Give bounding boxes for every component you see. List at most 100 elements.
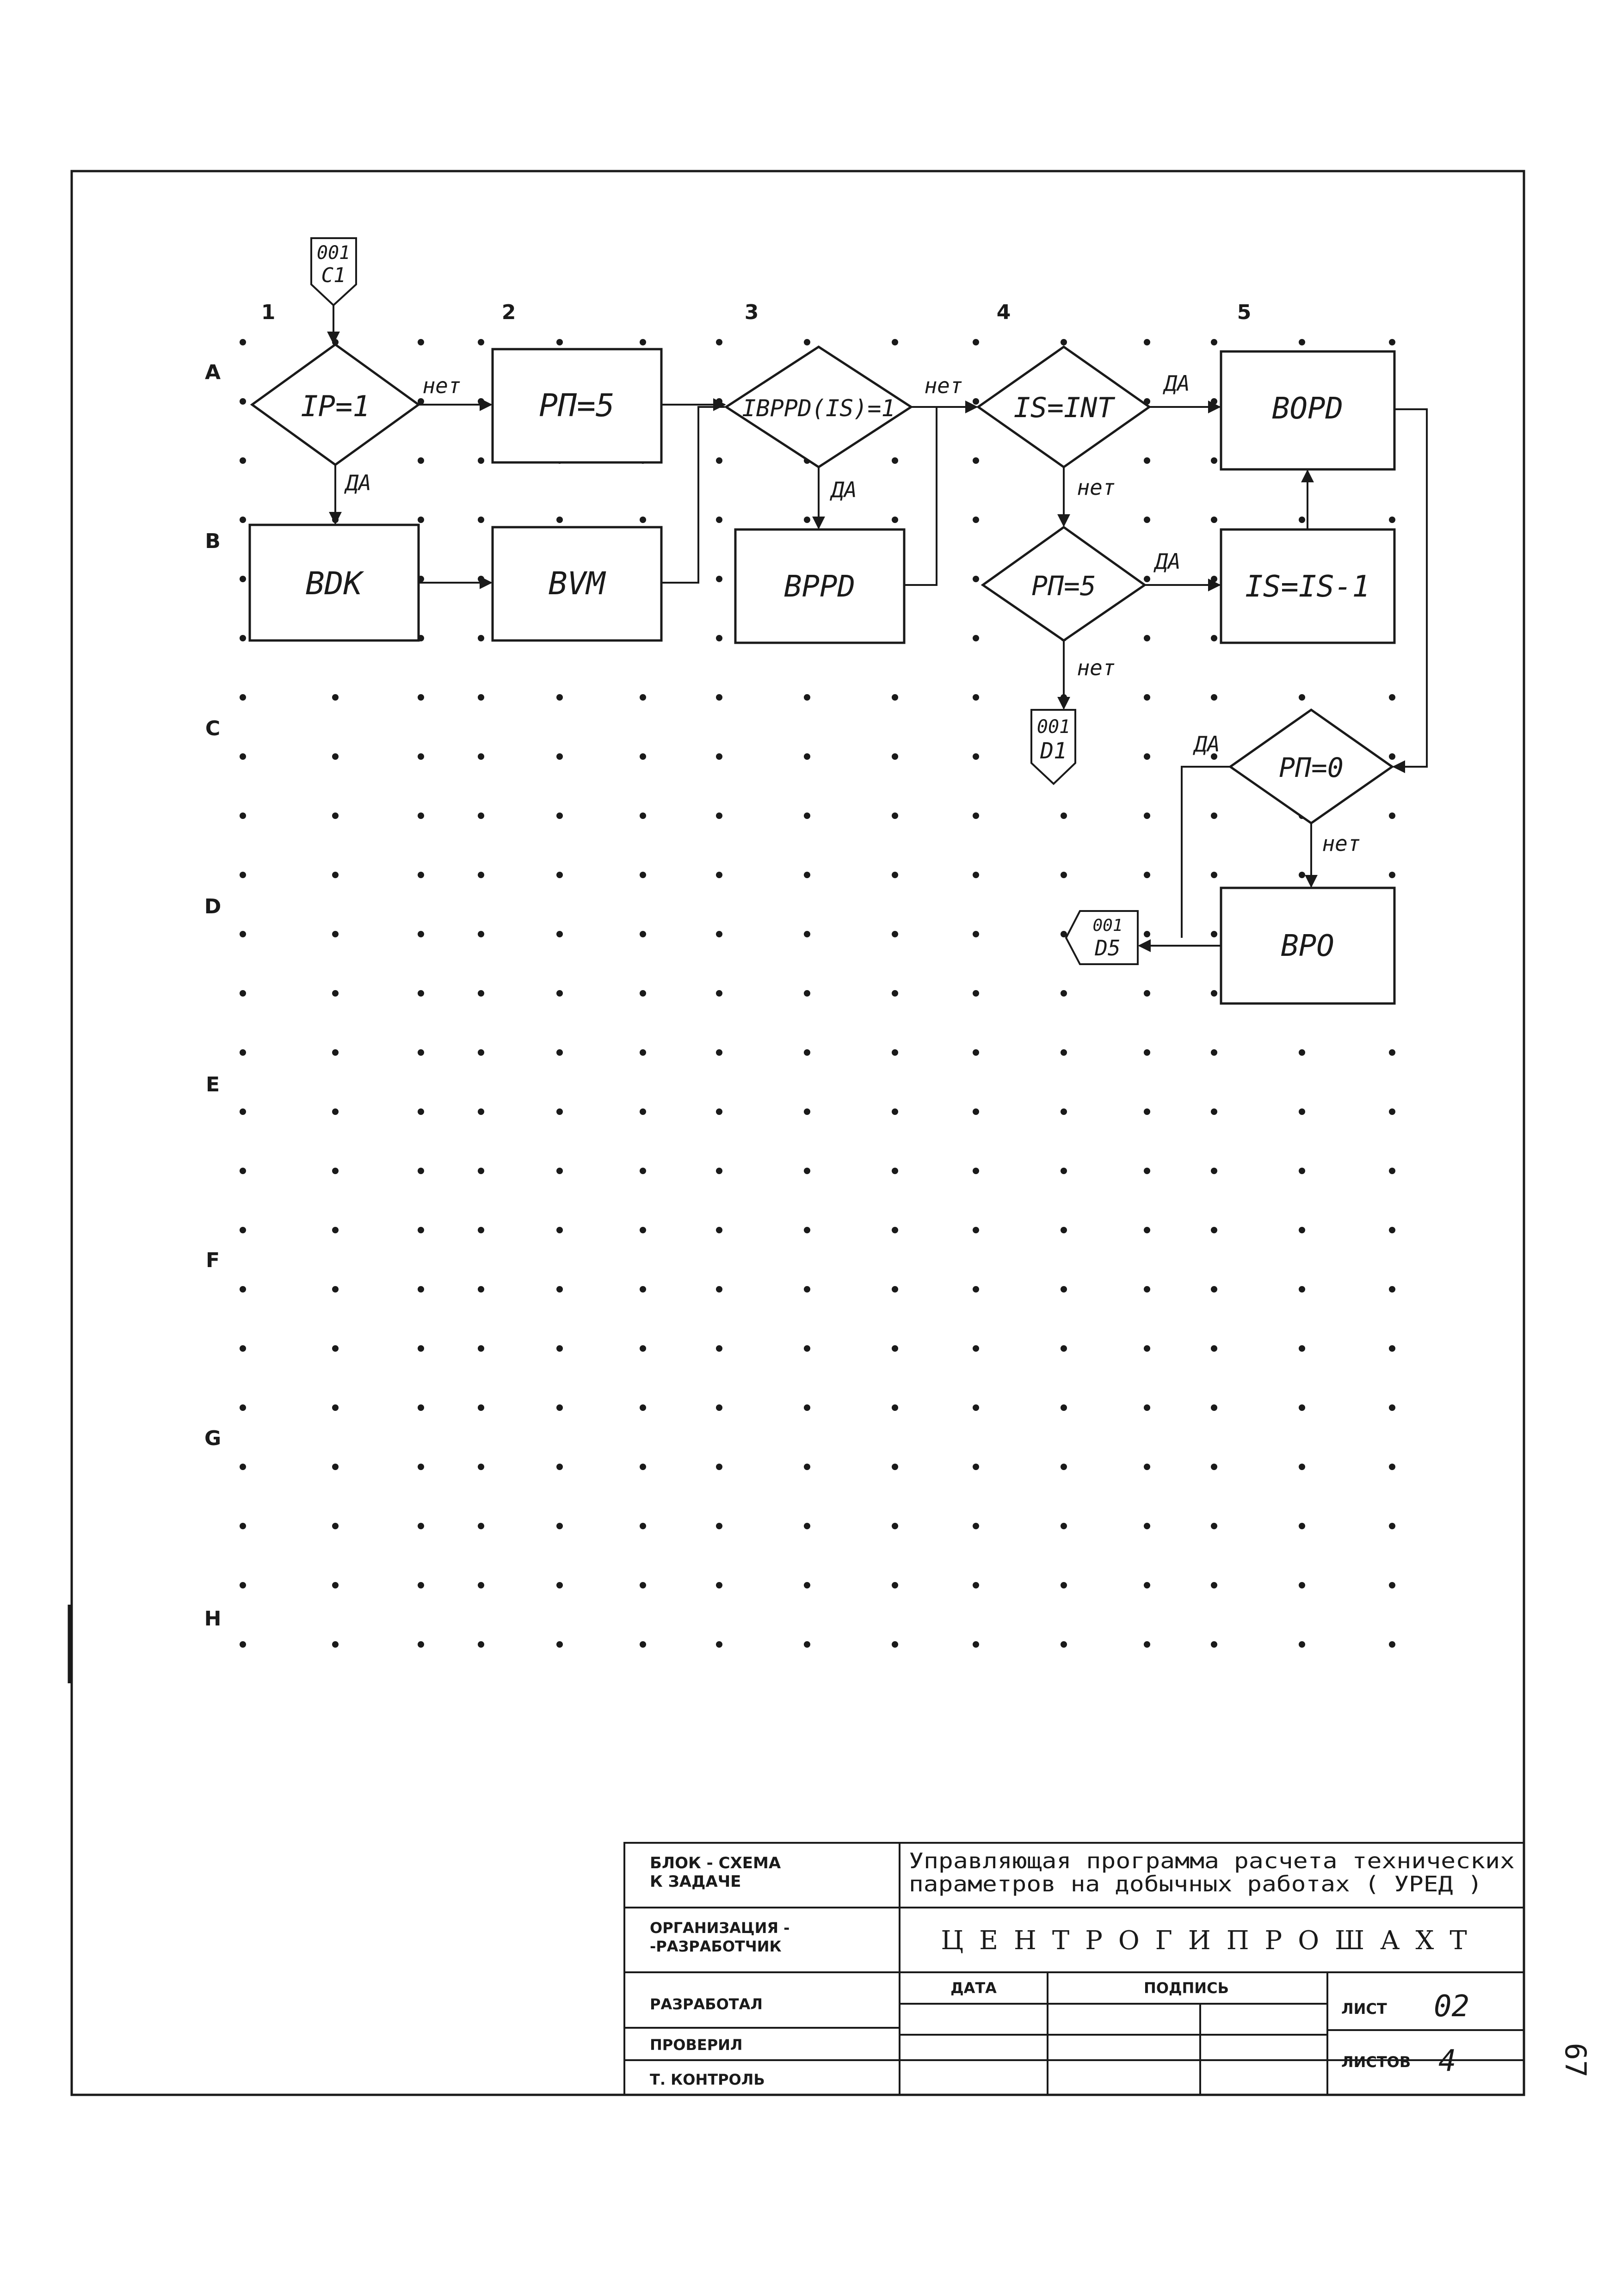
grid-dot — [1389, 1286, 1395, 1293]
process-bppd-label: BPPD — [784, 570, 855, 604]
grid-dot — [804, 1049, 810, 1056]
grid-dot — [640, 517, 646, 523]
grid-dot — [332, 1582, 339, 1588]
grid-dot — [240, 1108, 246, 1115]
row-label: C — [205, 717, 220, 740]
grid-dot — [556, 1641, 563, 1648]
grid-dot — [973, 517, 979, 523]
grid-dot — [478, 339, 484, 345]
grid-dot — [973, 1582, 979, 1588]
row-labels: A B C D E F G H — [204, 361, 222, 1631]
column-label: 1 — [261, 301, 276, 324]
grid-dot — [716, 1227, 722, 1233]
grid-dot — [478, 1523, 484, 1529]
grid-dot — [716, 1049, 722, 1056]
grid-dot — [892, 1108, 898, 1115]
process-bopd-label: BOPD — [1272, 392, 1343, 426]
grid-dot — [418, 931, 424, 937]
grid-dot — [640, 990, 646, 997]
grid-dot — [1144, 872, 1150, 878]
entry-connector-line2: C1 — [321, 264, 346, 287]
grid-dot — [556, 1523, 563, 1529]
grid-dot — [1061, 1345, 1067, 1352]
grid-dot — [1144, 813, 1150, 819]
grid-dot — [418, 1286, 424, 1293]
grid-dot — [556, 339, 563, 345]
grid-dot — [332, 1523, 339, 1529]
grid-dot — [418, 1641, 424, 1648]
grid-dot — [1389, 1523, 1395, 1529]
grid-dot — [973, 576, 979, 582]
grid-dot — [240, 635, 246, 641]
grid-dot — [804, 517, 810, 523]
grid-dot — [1144, 1641, 1150, 1648]
developed-label: РАЗРАБОТАЛ — [650, 1995, 763, 2013]
grid-dot — [418, 1049, 424, 1056]
grid-dot — [892, 1168, 898, 1174]
grid-dot — [332, 1404, 339, 1411]
decision-is-int-check-label: IS=INT — [1014, 392, 1116, 424]
grid-dot — [332, 1286, 339, 1293]
grid-dot — [973, 1108, 979, 1115]
grid-dot — [1299, 339, 1305, 345]
grid-dot — [1211, 517, 1217, 523]
grid-dot — [1144, 1286, 1150, 1293]
grid-dot — [478, 635, 484, 641]
grid-dot — [478, 1641, 484, 1648]
grid-dot — [478, 1168, 484, 1174]
grid-dot — [1299, 694, 1305, 701]
branch-yes-rp0: ДА — [1192, 732, 1220, 757]
doc-type-line1: БЛОК - СХЕМА — [650, 1854, 781, 1872]
grid-dot — [1299, 1404, 1305, 1411]
grid-dot — [1211, 635, 1217, 641]
row-label: A — [205, 361, 221, 384]
grid-dot — [556, 517, 563, 523]
grid-dot — [973, 1049, 979, 1056]
grid-dot — [716, 1286, 722, 1293]
grid-dot — [556, 813, 563, 819]
grid-dot — [478, 813, 484, 819]
column-label: 3 — [745, 301, 759, 324]
grid-dot — [1299, 1286, 1305, 1293]
decision-ibppd-check-label: IBPPD(IS)=1 — [742, 395, 895, 422]
grid-dot — [640, 1523, 646, 1529]
grid-dot — [240, 1168, 246, 1174]
grid-dot — [332, 813, 339, 819]
grid-dot — [240, 753, 246, 760]
exit-connector-d1: 001 D1 — [1030, 709, 1076, 785]
grid-dot — [478, 398, 484, 405]
org-label-line1: ОРГАНИЗАЦИЯ - — [650, 1919, 789, 1937]
grid-dot — [640, 813, 646, 819]
grid-dot — [1389, 1345, 1395, 1352]
grid-dot — [1144, 990, 1150, 997]
grid-dot — [640, 753, 646, 760]
grid-dot — [804, 931, 810, 937]
grid-dot — [418, 753, 424, 760]
grid-dot — [240, 517, 246, 523]
grid-dot — [418, 1345, 424, 1352]
signature-header: ПОДПИСЬ — [1144, 1979, 1229, 1997]
grid-dot — [716, 1523, 722, 1529]
process-bopd: BOPD — [1220, 350, 1396, 471]
grid-dot — [418, 398, 424, 405]
row-label: B — [205, 529, 221, 553]
grid-dot — [418, 1168, 424, 1174]
grid-dot — [640, 872, 646, 878]
grid-dot — [1144, 1464, 1150, 1470]
grid-dot — [1144, 694, 1150, 701]
grid-dot — [1211, 1345, 1217, 1352]
grid-dot — [973, 1345, 979, 1352]
grid-dot — [1389, 1464, 1395, 1470]
grid-dot — [716, 1641, 722, 1648]
grid-dot — [1061, 1108, 1067, 1115]
grid-dot — [804, 339, 810, 345]
grid-dot — [1211, 1641, 1217, 1648]
grid-dot — [556, 872, 563, 878]
branch-yes-ip: ДА — [344, 470, 371, 495]
grid-dot — [716, 1404, 722, 1411]
grid-dot — [1299, 517, 1305, 523]
grid-dot — [973, 398, 979, 405]
grid-dot — [1061, 990, 1067, 997]
decision-rp0-check-label: PП=0 — [1279, 752, 1344, 783]
grid-dot — [804, 694, 810, 701]
